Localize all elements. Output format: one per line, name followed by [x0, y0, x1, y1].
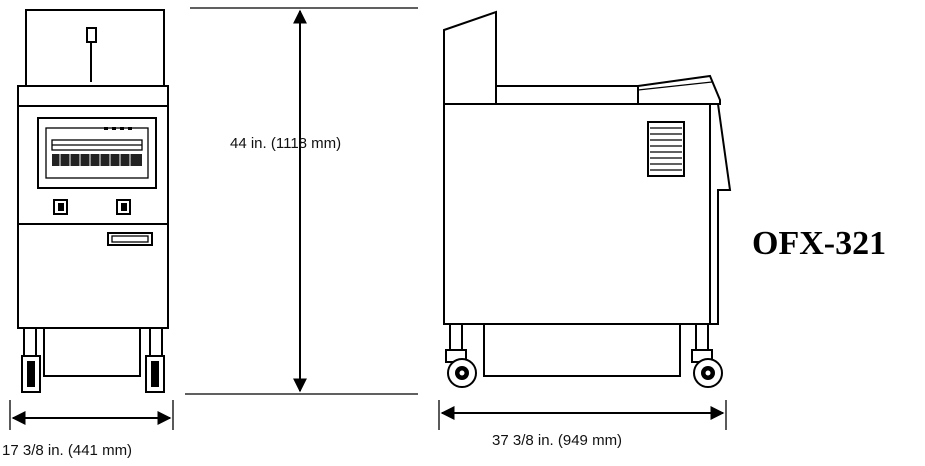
height-dimension [185, 7, 418, 395]
control-indicator-dots [104, 127, 132, 130]
side-view [443, 10, 732, 388]
side-vent-louvers [647, 121, 685, 177]
front-view [17, 9, 169, 393]
height-label: 44 in. (1118 mm) [230, 135, 341, 152]
rear-caster [445, 349, 477, 388]
model-name: OFX-321 [752, 225, 886, 262]
side-depth-label: 37 3/8 in. (949 mm) [492, 432, 622, 449]
front-width-label: 17 3/8 in. (441 mm) [2, 442, 132, 459]
front-width-dimension [9, 400, 174, 430]
control-keypad [51, 139, 143, 166]
side-depth-dimension [438, 400, 727, 430]
front-caster [691, 349, 723, 388]
